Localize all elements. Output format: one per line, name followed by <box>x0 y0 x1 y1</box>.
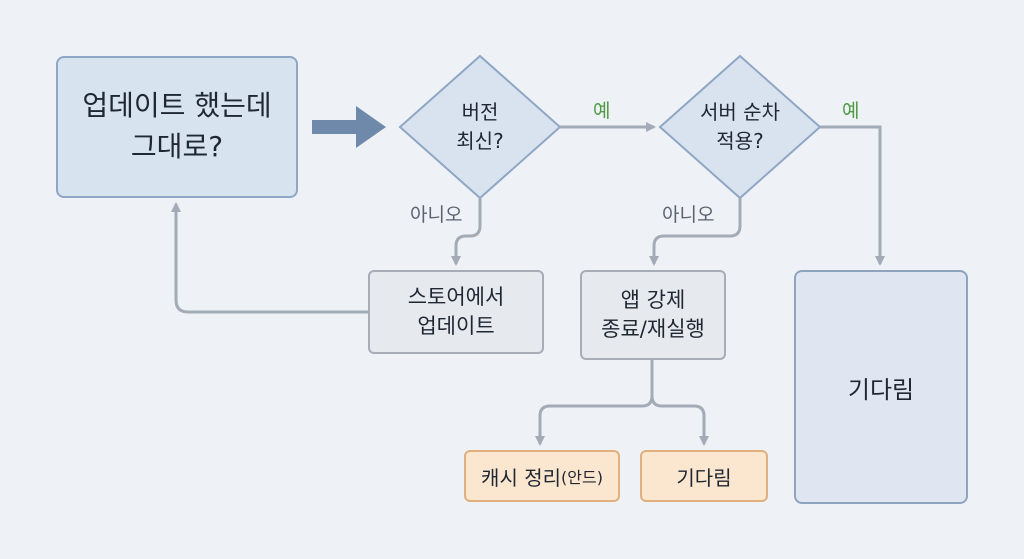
wait-small-node: 기다림 <box>640 450 768 502</box>
start-node: 업데이트 했는데 그대로? <box>56 56 298 198</box>
force-restart-node: 앱 강제 종료/재실행 <box>580 270 726 360</box>
store-update-line1: 스토어에서 <box>407 284 505 309</box>
store-update-node: 스토어에서 업데이트 <box>368 270 544 354</box>
clear-cache-note: (안드) <box>561 468 603 487</box>
server-yes-arrow <box>820 125 885 266</box>
server-no-label: 아니오 <box>662 204 715 226</box>
server-no-arrow <box>649 198 742 266</box>
server-yes-label: 예 <box>842 100 860 122</box>
version-decision-line2: 최신? <box>456 129 504 153</box>
to-clear-cache-arrow <box>535 395 654 446</box>
force-restart-line1: 앱 강제 <box>620 287 686 312</box>
version-decision-line1: 버전 <box>461 100 499 124</box>
wait-large-label: 기다림 <box>847 375 915 404</box>
store-update-line2: 업데이트 <box>417 314 495 338</box>
clear-cache-node: 캐시 정리(안드) <box>464 450 620 502</box>
start-to-version-arrow <box>312 106 386 148</box>
version-yes-label: 예 <box>593 100 611 122</box>
server-decision-line1: 서버 순차 <box>700 100 780 124</box>
server-decision-label: 서버 순차 적용? <box>670 92 810 162</box>
force-restart-line2: 종료/재실행 <box>601 317 705 341</box>
wait-large-node: 기다림 <box>794 270 968 504</box>
store-update-loop-arrow <box>171 202 368 314</box>
start-node-line2: 그대로? <box>130 130 224 163</box>
server-decision-line2: 적용? <box>716 129 764 153</box>
version-decision-label: 버전 최신? <box>410 92 550 162</box>
to-wait-small-arrow <box>650 395 709 446</box>
clear-cache-label: 캐시 정리 <box>481 465 562 490</box>
start-node-line1: 업데이트 했는데 <box>82 89 272 123</box>
wait-small-label: 기다림 <box>676 465 732 490</box>
version-no-arrow <box>451 198 482 266</box>
version-no-label: 아니오 <box>410 204 463 226</box>
